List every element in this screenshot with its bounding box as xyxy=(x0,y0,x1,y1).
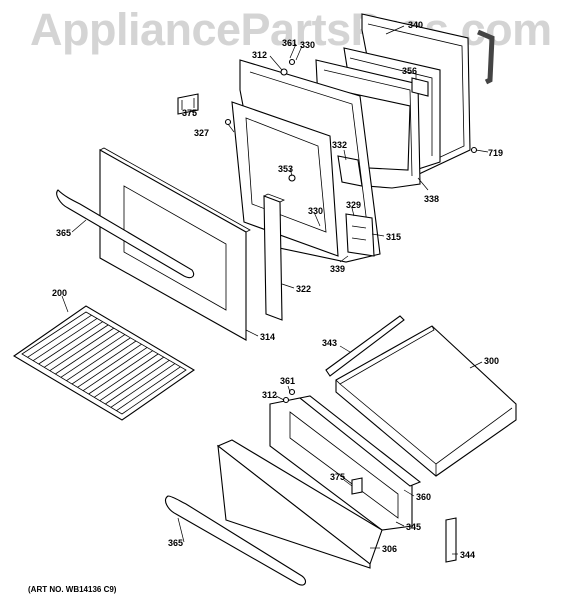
callout-332: 332 xyxy=(332,140,347,150)
screws-312-361b xyxy=(282,388,296,404)
callout-365-drawer: 365 xyxy=(168,538,183,548)
callout-339: 339 xyxy=(330,264,345,274)
rack-wire xyxy=(71,340,137,385)
rack-wire xyxy=(49,327,114,371)
callout-353: 353 xyxy=(278,164,293,174)
vent-part-332 xyxy=(337,155,363,187)
rack-wire xyxy=(77,343,142,388)
art-number: (ART NO. WB14136 C9) xyxy=(28,585,117,594)
clip-375b xyxy=(351,477,363,495)
callout-360: 360 xyxy=(416,492,431,502)
callout-330-top: 330 xyxy=(300,40,315,50)
rack-wire xyxy=(88,350,153,395)
callout-340: 340 xyxy=(408,20,423,30)
drawer-insert-345 xyxy=(298,395,422,487)
callout-312-top: 312 xyxy=(252,50,267,60)
callout-375-top: 375 xyxy=(182,108,197,118)
callout-315: 315 xyxy=(386,232,401,242)
callout-356: 356 xyxy=(402,66,417,76)
oven-rack-200 xyxy=(12,305,196,421)
hinge-bracket-329 xyxy=(345,213,375,257)
clip-375 xyxy=(177,93,199,115)
outer-door-314 xyxy=(99,147,251,341)
rack-wire xyxy=(27,314,92,358)
callout-327: 327 xyxy=(194,128,209,138)
rack-wire xyxy=(116,366,181,411)
drawer-front-306 xyxy=(216,439,383,569)
callout-361-drawer: 361 xyxy=(280,376,295,386)
rack-wire xyxy=(82,347,148,391)
rack-wire xyxy=(99,356,165,401)
drawer-slide-343 xyxy=(325,315,405,377)
callout-306: 306 xyxy=(382,544,397,554)
window-frame-330 xyxy=(231,101,339,257)
door-trim-322 xyxy=(263,193,285,321)
callout-343: 343 xyxy=(322,338,337,348)
callout-300: 300 xyxy=(484,356,499,366)
rack-wire xyxy=(38,321,103,365)
rack-wire xyxy=(93,353,159,398)
callout-361: 361 xyxy=(282,38,297,48)
rack-wire xyxy=(66,337,131,381)
rack-wire xyxy=(55,331,120,375)
rack-wire xyxy=(44,324,109,368)
callout-375-drawer: 375 xyxy=(330,472,345,482)
callout-719: 719 xyxy=(488,148,503,158)
callout-344: 344 xyxy=(460,550,475,560)
callout-330-mid: 330 xyxy=(308,206,323,216)
rack-wire xyxy=(60,334,126,378)
rack-wire xyxy=(110,363,176,408)
screw-719 xyxy=(470,146,478,154)
rack-wire xyxy=(32,318,98,362)
callout-329: 329 xyxy=(346,200,361,210)
callout-365-door: 365 xyxy=(56,228,71,238)
screw-327 xyxy=(224,118,232,126)
bracket-356 xyxy=(411,77,429,97)
callout-312-drawer: 312 xyxy=(262,390,277,400)
drawer-body-300 xyxy=(335,325,517,477)
door-handle-365 xyxy=(56,189,195,279)
rack-wire xyxy=(105,360,170,405)
gasket-strip-icon xyxy=(477,29,495,85)
callout-338: 338 xyxy=(424,194,439,204)
callout-322: 322 xyxy=(296,284,311,294)
callout-345: 345 xyxy=(406,522,421,532)
leader-lines xyxy=(61,25,489,555)
callout-314: 314 xyxy=(260,332,275,342)
screws-312-361 xyxy=(280,58,296,76)
callout-labels: 340 361 330 312 356 375 327 332 719 353 … xyxy=(52,20,503,560)
drawer-handle-365 xyxy=(165,495,307,586)
callout-200: 200 xyxy=(52,288,67,298)
bracket-344 xyxy=(445,517,457,563)
